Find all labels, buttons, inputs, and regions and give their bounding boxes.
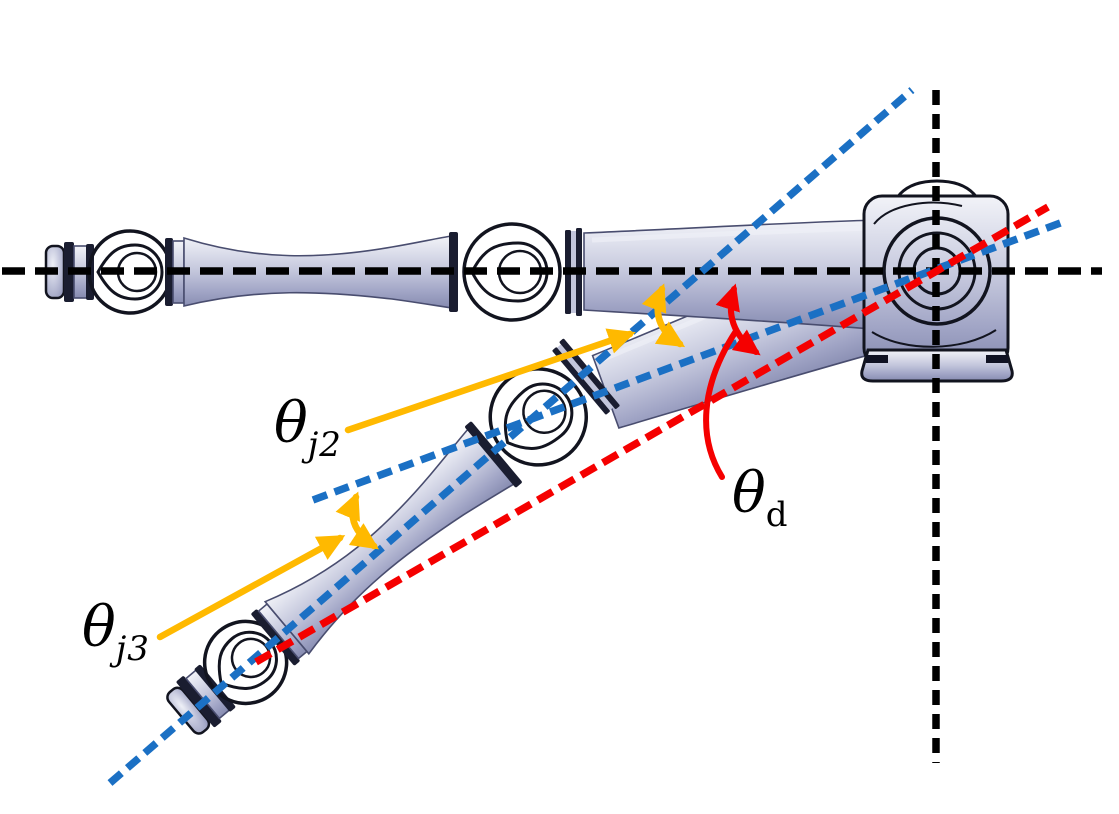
upper-arm-axis-line bbox=[311, 218, 1065, 504]
forearm-axis-line bbox=[107, 87, 915, 786]
theta-j3-label: θj3 bbox=[82, 600, 150, 669]
robot-arm-horizontal bbox=[44, 220, 884, 330]
theta-j2-angle-arc bbox=[641, 283, 686, 348]
theta-j3-subscript: j3 bbox=[115, 629, 150, 669]
theta-j2-subscript: j2 bbox=[307, 425, 342, 465]
theta-j3-symbol: θ bbox=[82, 595, 116, 660]
theta-j3-angle-arc bbox=[335, 491, 379, 550]
theta-j2-leader-arrow bbox=[344, 328, 636, 434]
theta-d-subscript: d bbox=[765, 495, 789, 535]
theta-j3-leader-arrow bbox=[156, 534, 346, 641]
theta-d-label: θd bbox=[732, 466, 789, 535]
theta-j2-symbol: θ bbox=[274, 391, 308, 456]
theta-d-symbol: θ bbox=[732, 461, 766, 526]
desired-direction-line bbox=[254, 203, 1050, 666]
theta-d-angle-arc bbox=[715, 283, 761, 356]
theta-j2-label: θj2 bbox=[274, 396, 342, 465]
